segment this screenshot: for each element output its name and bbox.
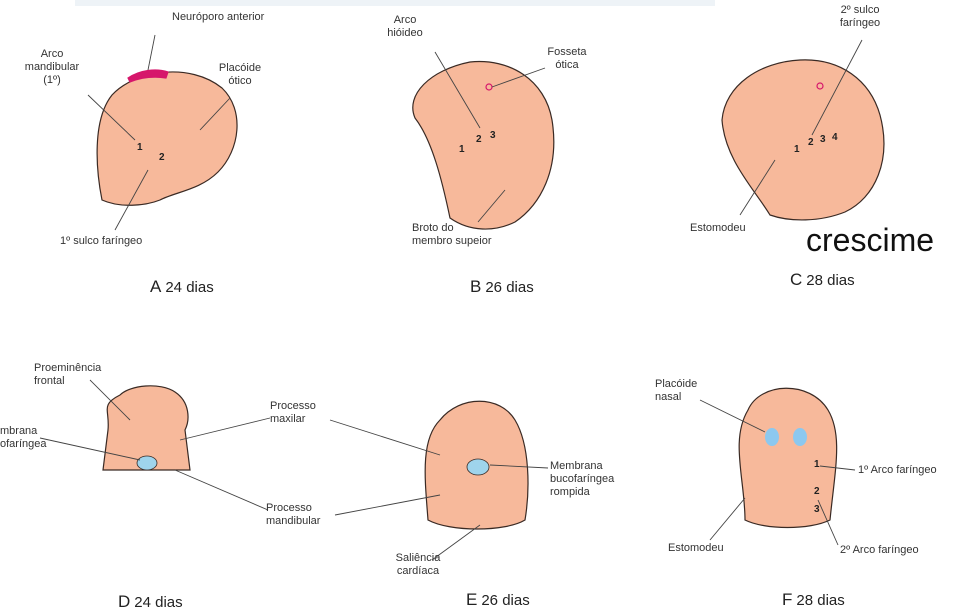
nasal-placode-left (765, 428, 779, 446)
label-2-sulco: 2º sulco faríngeo (825, 4, 895, 30)
label-processo-mandibular: Processo mandibular (266, 502, 320, 528)
nasal-placode-right (793, 428, 807, 446)
arch-num-c3: 3 (820, 134, 826, 145)
arch-num-c4: 4 (832, 132, 838, 143)
arch-num-b3: 3 (490, 130, 496, 141)
label-2-arco: 2º Arco faríngeo (840, 544, 919, 557)
arch-num-b2: 2 (476, 134, 482, 145)
arch-num-a1: 1 (137, 142, 143, 153)
label-neuroporo: Neuróporo anterior (172, 11, 264, 24)
label-1-arco: 1º Arco faríngeo (858, 464, 937, 477)
arch-num-c1: 1 (794, 144, 800, 155)
label-membrana-d: mbrana ofaríngea (0, 425, 46, 451)
embryo-a (97, 72, 237, 205)
label-sulco-1: 1º sulco faríngeo (60, 235, 142, 248)
label-placoide-nasal: Placóide nasal (655, 378, 697, 404)
arch-num-c2: 2 (808, 137, 814, 148)
arch-num-b1: 1 (459, 144, 465, 155)
membrane-e (467, 459, 489, 475)
label-arco-hioideo: Arco hióideo (370, 14, 440, 40)
arch-num-f3: 3 (814, 504, 820, 515)
membrane-d (137, 456, 157, 470)
arch-num-f2: 2 (814, 486, 820, 497)
face-f (739, 388, 837, 527)
embryo-c (722, 60, 884, 220)
label-processo-maxilar: Processo maxilar (270, 400, 316, 426)
label-placoide-otico: Placóide ótico (208, 62, 272, 88)
label-saliencia-cardiaca: Saliência cardíaca (388, 552, 448, 578)
label-proeminencia: Proeminência frontal (34, 362, 101, 388)
arch-num-f1: 1 (814, 459, 820, 470)
embryo-b (413, 62, 554, 230)
label-arco-mandibular: Arco mandibular (1º) (22, 48, 82, 87)
label-estomodeu-f: Estomodeu (668, 542, 724, 555)
label-fosseta-otica: Fosseta ótica (532, 46, 602, 72)
label-membrana-rompida: Membrana bucofaríngea rompida (550, 460, 614, 499)
arch-num-a2: 2 (159, 152, 165, 163)
label-estomodeu-c: Estomodeu (690, 222, 746, 235)
overlay-text: crescime (806, 222, 934, 259)
label-broto-membro: Broto do membro supeior (412, 222, 491, 248)
